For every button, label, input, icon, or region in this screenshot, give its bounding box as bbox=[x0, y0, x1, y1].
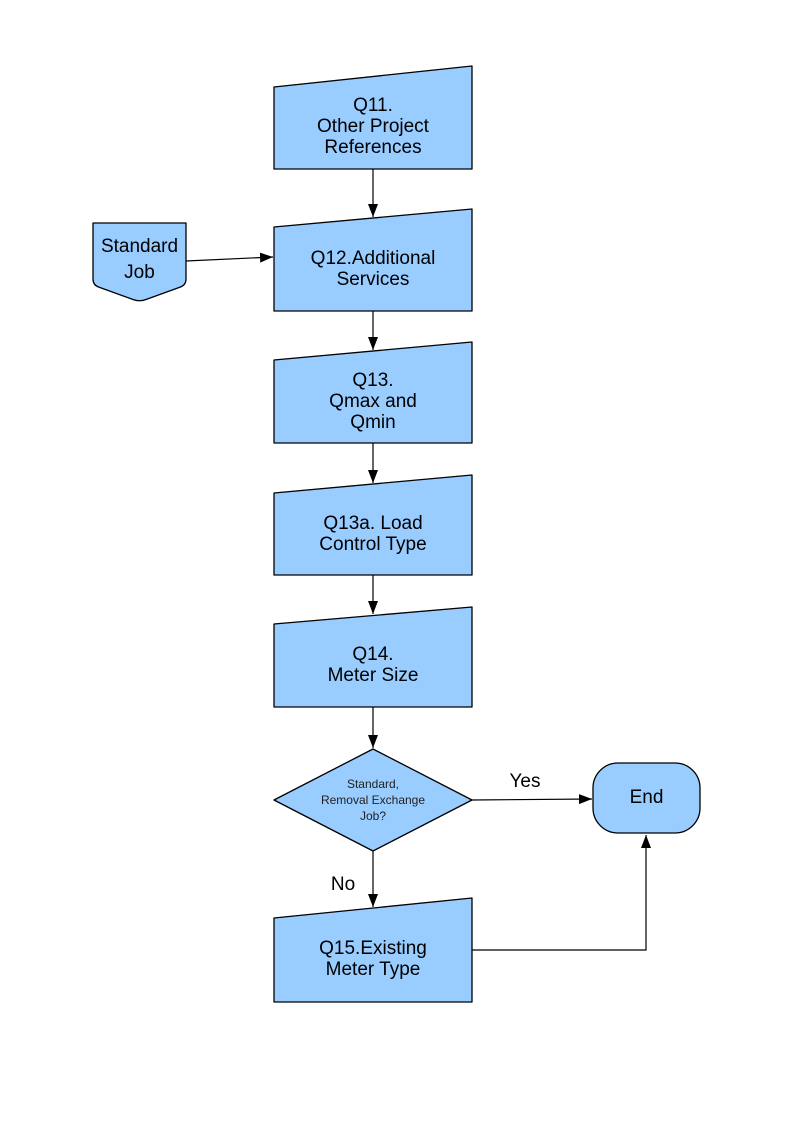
arrow-q15-to-end bbox=[472, 835, 651, 951]
arrow-decision-yes-to-end bbox=[471, 794, 593, 805]
node-q14-shape bbox=[273, 606, 473, 708]
node-q13a-shape bbox=[273, 474, 473, 576]
node-q13-shape bbox=[273, 341, 473, 444]
node-end-shape bbox=[592, 762, 701, 834]
node-q11-shape bbox=[273, 65, 473, 170]
node-q15-shape bbox=[273, 897, 473, 1003]
node-decision-shape bbox=[273, 748, 473, 852]
node-q12-shape bbox=[273, 208, 473, 312]
node-standard-job-shape bbox=[92, 222, 187, 302]
arrow-standardjob-to-q12 bbox=[185, 252, 274, 263]
